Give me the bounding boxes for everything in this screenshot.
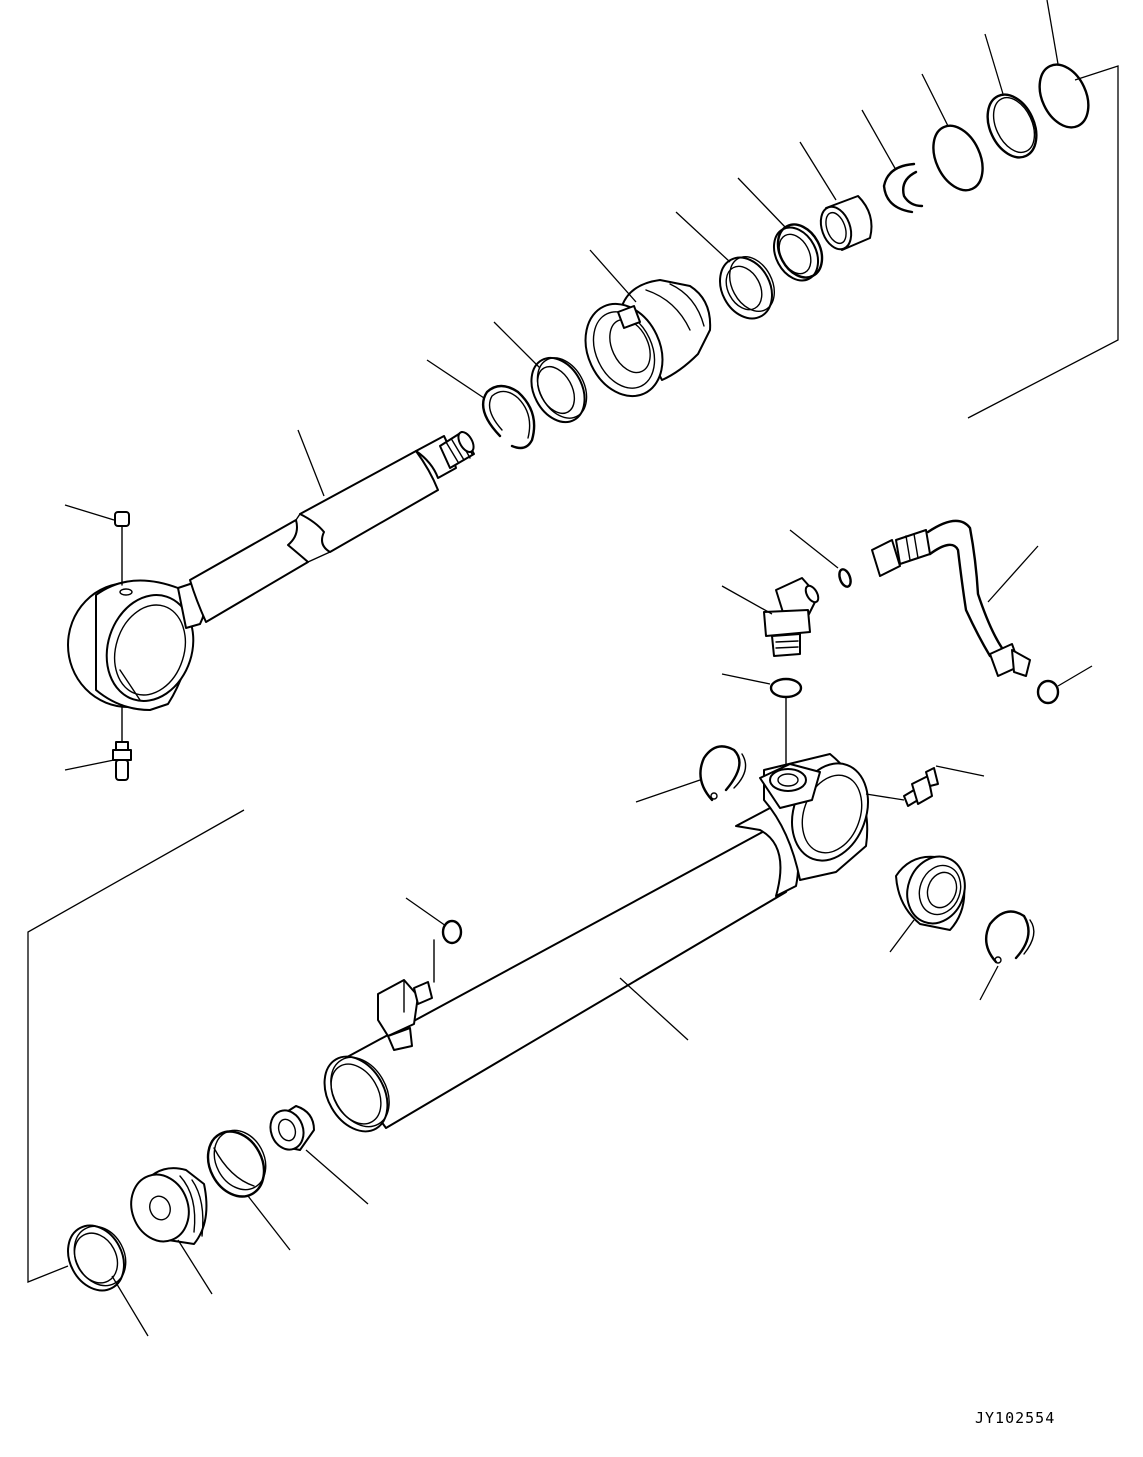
cylinder-head [571,280,710,409]
snap-ring-tube-right [986,912,1034,964]
snap-ring-rod [483,386,534,448]
o-ring-large-2 [1030,57,1098,135]
piston-seal [57,1216,136,1300]
piston [122,1166,206,1249]
cylinder-tube [312,753,881,1143]
drawing-code-label: JY102554 [975,1409,1056,1427]
o-ring-tube-port [434,921,461,982]
lower-assembly-bracket [28,810,244,1282]
o-ring-small-hose-end [1038,681,1058,703]
snap-ring-tube-left [700,746,745,800]
piston-rod [68,429,477,712]
hose-assembly [872,521,1030,676]
o-ring-large-1 [924,118,993,198]
buffer-ring [765,217,831,288]
grease-fitting-tube [904,768,938,806]
spherical-bushing [896,848,974,931]
callout-leaders [65,0,1092,1336]
piston-nut [265,1106,314,1155]
snap-ring-head [884,164,922,212]
wear-ring [197,1121,276,1206]
elbow-fitting [764,578,821,656]
backup-ring [978,87,1046,165]
grease-fitting-bottom [113,705,131,780]
upper-assembly-bracket [968,66,1118,418]
o-ring-small-elbow [837,568,853,588]
dust-seal [710,248,783,327]
grease-fitting-top [115,512,129,585]
bushing [815,196,871,253]
rod-seal [521,349,597,432]
